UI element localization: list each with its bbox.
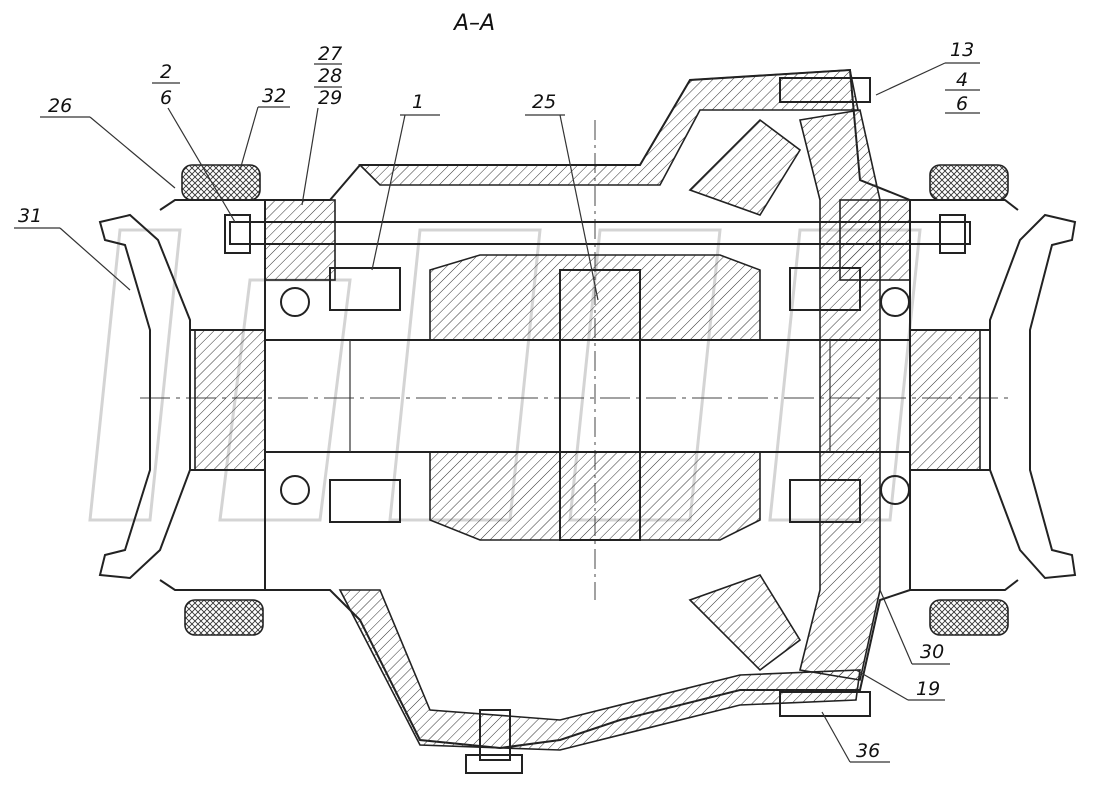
callout-label: 29 bbox=[318, 87, 342, 109]
callout-label: 27 bbox=[318, 43, 342, 65]
callout-26: 26 bbox=[40, 95, 176, 189]
callout-25: 25 bbox=[525, 91, 599, 301]
callout-label: 2 bbox=[160, 61, 172, 83]
callout-36: 36 bbox=[821, 711, 890, 763]
callout-30: 30 bbox=[879, 589, 950, 665]
left-bolt-head bbox=[224, 214, 251, 254]
callout-27-28-29: 27 28 29 bbox=[301, 43, 342, 206]
callout-label: 36 bbox=[856, 740, 880, 762]
callout-label: 28 bbox=[318, 65, 342, 87]
callout-label: 32 bbox=[262, 85, 286, 107]
lower-bevel-gear bbox=[688, 574, 802, 672]
bottom-bolt bbox=[779, 691, 871, 717]
differential-cage-upper bbox=[429, 254, 761, 341]
upper-bevel-gear bbox=[688, 118, 802, 216]
callout-31: 31 bbox=[14, 205, 131, 291]
callout-19: 19 bbox=[855, 669, 945, 701]
callout-label: 31 bbox=[18, 205, 42, 227]
callout-label: 6 bbox=[956, 93, 968, 115]
differential-cage-lower bbox=[429, 451, 761, 541]
left-hub-upper bbox=[264, 199, 336, 281]
left-shaft-collar bbox=[194, 329, 266, 471]
drain-plug bbox=[479, 709, 511, 761]
section-title: A–A bbox=[452, 11, 495, 36]
callout-label: 6 bbox=[160, 87, 172, 109]
callout-32: 32 bbox=[239, 85, 290, 171]
right-bolt-head bbox=[939, 214, 966, 254]
right-upper-rubber bbox=[929, 164, 1009, 201]
callout-1: 1 bbox=[371, 91, 440, 271]
center-cross bbox=[559, 269, 641, 541]
callout-label: 13 bbox=[950, 39, 974, 61]
callout-label: 19 bbox=[916, 678, 940, 700]
upper-through-bolt bbox=[229, 221, 971, 245]
callout-label: 30 bbox=[920, 641, 944, 663]
callout-label: 4 bbox=[956, 69, 968, 91]
right-lower-rubber bbox=[929, 599, 1009, 636]
ring-gear bbox=[799, 109, 881, 681]
left-upper-rubber bbox=[181, 164, 261, 201]
callout-label: 1 bbox=[412, 91, 424, 113]
right-shaft-collar bbox=[909, 329, 981, 471]
drain-plug-head bbox=[465, 754, 523, 774]
callout-label: 26 bbox=[48, 95, 72, 117]
callout-label: 25 bbox=[532, 91, 556, 113]
callout-2-6: 2 6 bbox=[152, 61, 236, 223]
callout-13-4-6: 13 4 6 bbox=[875, 39, 980, 115]
top-bolt bbox=[779, 77, 871, 103]
left-lower-rubber bbox=[184, 599, 264, 636]
